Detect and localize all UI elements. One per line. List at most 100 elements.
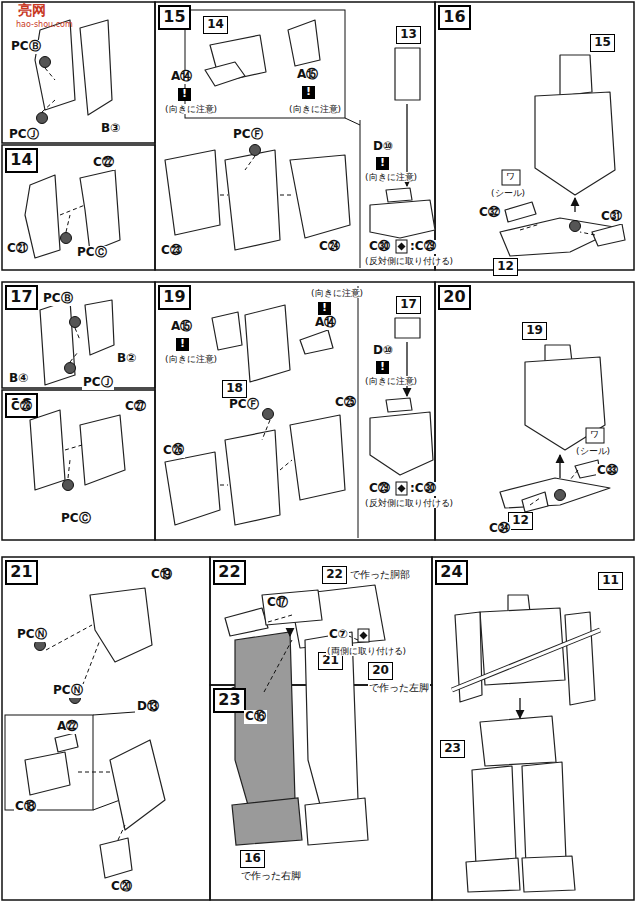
assembly-arrow xyxy=(406,342,407,396)
symbol-icon xyxy=(502,170,520,185)
caution-mark: ! xyxy=(376,157,389,170)
kit-part xyxy=(386,398,412,412)
number-label: 19 xyxy=(522,322,547,340)
assembly-guide xyxy=(520,224,540,230)
part-number: PCⒿ xyxy=(8,128,40,142)
note-text: で作った左脚 xyxy=(368,682,430,694)
instruction-note: (向きに注意) xyxy=(288,104,342,114)
caution-mark: ! xyxy=(176,338,189,351)
sticker-code: ワ xyxy=(589,429,600,439)
part-ref-box: 23 xyxy=(440,740,465,758)
instruction-note: (向きに注意) xyxy=(164,104,218,114)
step-number: 16 xyxy=(438,5,471,30)
instruction-note: (向きに注意) xyxy=(164,354,218,364)
assembly-guide xyxy=(580,232,595,235)
kit-part xyxy=(288,20,320,66)
symbol-icon xyxy=(358,629,369,642)
kit-part xyxy=(30,410,65,490)
step-panel xyxy=(2,282,155,388)
kit-part xyxy=(165,452,220,525)
number-label: 23 xyxy=(213,688,246,713)
assembly-arrow xyxy=(574,198,575,212)
kit-part xyxy=(525,357,605,450)
number-label: 19 xyxy=(158,285,191,310)
assembly-arrow xyxy=(289,628,290,636)
step-panel xyxy=(435,282,634,540)
assembly-guide xyxy=(118,825,125,840)
kit-part xyxy=(522,762,566,866)
rifle xyxy=(452,630,600,690)
assembly-guide xyxy=(570,470,578,480)
part-ref-box: 11 xyxy=(598,572,623,590)
step-number: 14 xyxy=(5,148,38,173)
both-side-symbol xyxy=(398,243,406,251)
part-number: C㉕ xyxy=(334,396,357,410)
part-number: C㉙ xyxy=(368,482,391,496)
number-label: 16 xyxy=(438,5,471,30)
part-number: B④ xyxy=(8,372,29,386)
part-number: A⑮ xyxy=(296,68,319,82)
note-text: で作った右脚 xyxy=(240,870,302,882)
kit-part xyxy=(395,48,420,100)
number-label: 20 xyxy=(438,285,471,310)
kit-part xyxy=(522,492,548,512)
symbol-icon xyxy=(586,428,604,443)
part-number: :C㉙ xyxy=(409,240,437,254)
part-ref-box: 17 xyxy=(396,296,421,314)
poly-cap xyxy=(263,409,274,420)
number-label: 14 xyxy=(5,148,38,173)
part-ref-box: 15 xyxy=(590,34,615,52)
number-label: 15 xyxy=(590,34,615,52)
assembly-guide xyxy=(262,420,270,440)
poly-cap xyxy=(70,317,81,328)
kit-part xyxy=(80,20,112,115)
kit-part xyxy=(245,305,290,382)
part-number: C⑯ xyxy=(244,710,267,724)
step-number: 19 xyxy=(158,285,191,310)
kit-part xyxy=(40,300,75,385)
part-ref-box: 14 xyxy=(203,16,228,34)
both-side-symbol xyxy=(398,485,406,493)
part-ref-box: 22で作った胴部 xyxy=(322,566,411,584)
number-label: 22 xyxy=(213,560,246,585)
part-ref-box: 12 xyxy=(493,258,518,276)
part-number: C㉜ xyxy=(478,206,501,220)
part-number: C㉘ xyxy=(10,400,33,414)
kit-part xyxy=(300,330,333,354)
instruction-note: (反対側に取り付ける) xyxy=(364,498,454,508)
step-number: 21 xyxy=(5,560,38,585)
step-number: 15 xyxy=(158,5,191,30)
kit-part xyxy=(262,590,322,625)
assembly-guide xyxy=(70,352,78,362)
sticker-code: ワ xyxy=(505,171,516,181)
assembly-guide xyxy=(78,772,110,773)
assembly-guide xyxy=(220,485,228,486)
kit-part xyxy=(522,856,575,892)
step-panel xyxy=(2,145,155,270)
part-number: C⑰ xyxy=(266,596,289,610)
watermark-url: hao-shou.com xyxy=(16,20,73,29)
part-number: A⑮ xyxy=(170,320,193,334)
assembly-guide xyxy=(264,640,292,692)
assembly-guide xyxy=(66,215,70,232)
part-number: :C㉚ xyxy=(409,482,437,496)
part-number: C㉝ xyxy=(596,464,619,478)
kit-part xyxy=(205,62,245,86)
kit-part xyxy=(225,150,280,250)
part-number: D⑩ xyxy=(372,140,394,154)
instruction-note: (両側に取り付ける) xyxy=(326,646,407,656)
instruction-note: (シール) xyxy=(575,446,611,456)
kit-part xyxy=(370,412,433,475)
part-ref-box: 13 xyxy=(396,26,421,44)
poly-cap xyxy=(63,480,74,491)
divider-line xyxy=(93,712,135,715)
part-number: C㉑ xyxy=(6,242,29,256)
poly-cap xyxy=(65,363,76,374)
number-label: 15 xyxy=(158,5,191,30)
step-panel xyxy=(2,557,210,900)
part-number: B② xyxy=(116,352,137,366)
kit-part xyxy=(290,155,350,238)
